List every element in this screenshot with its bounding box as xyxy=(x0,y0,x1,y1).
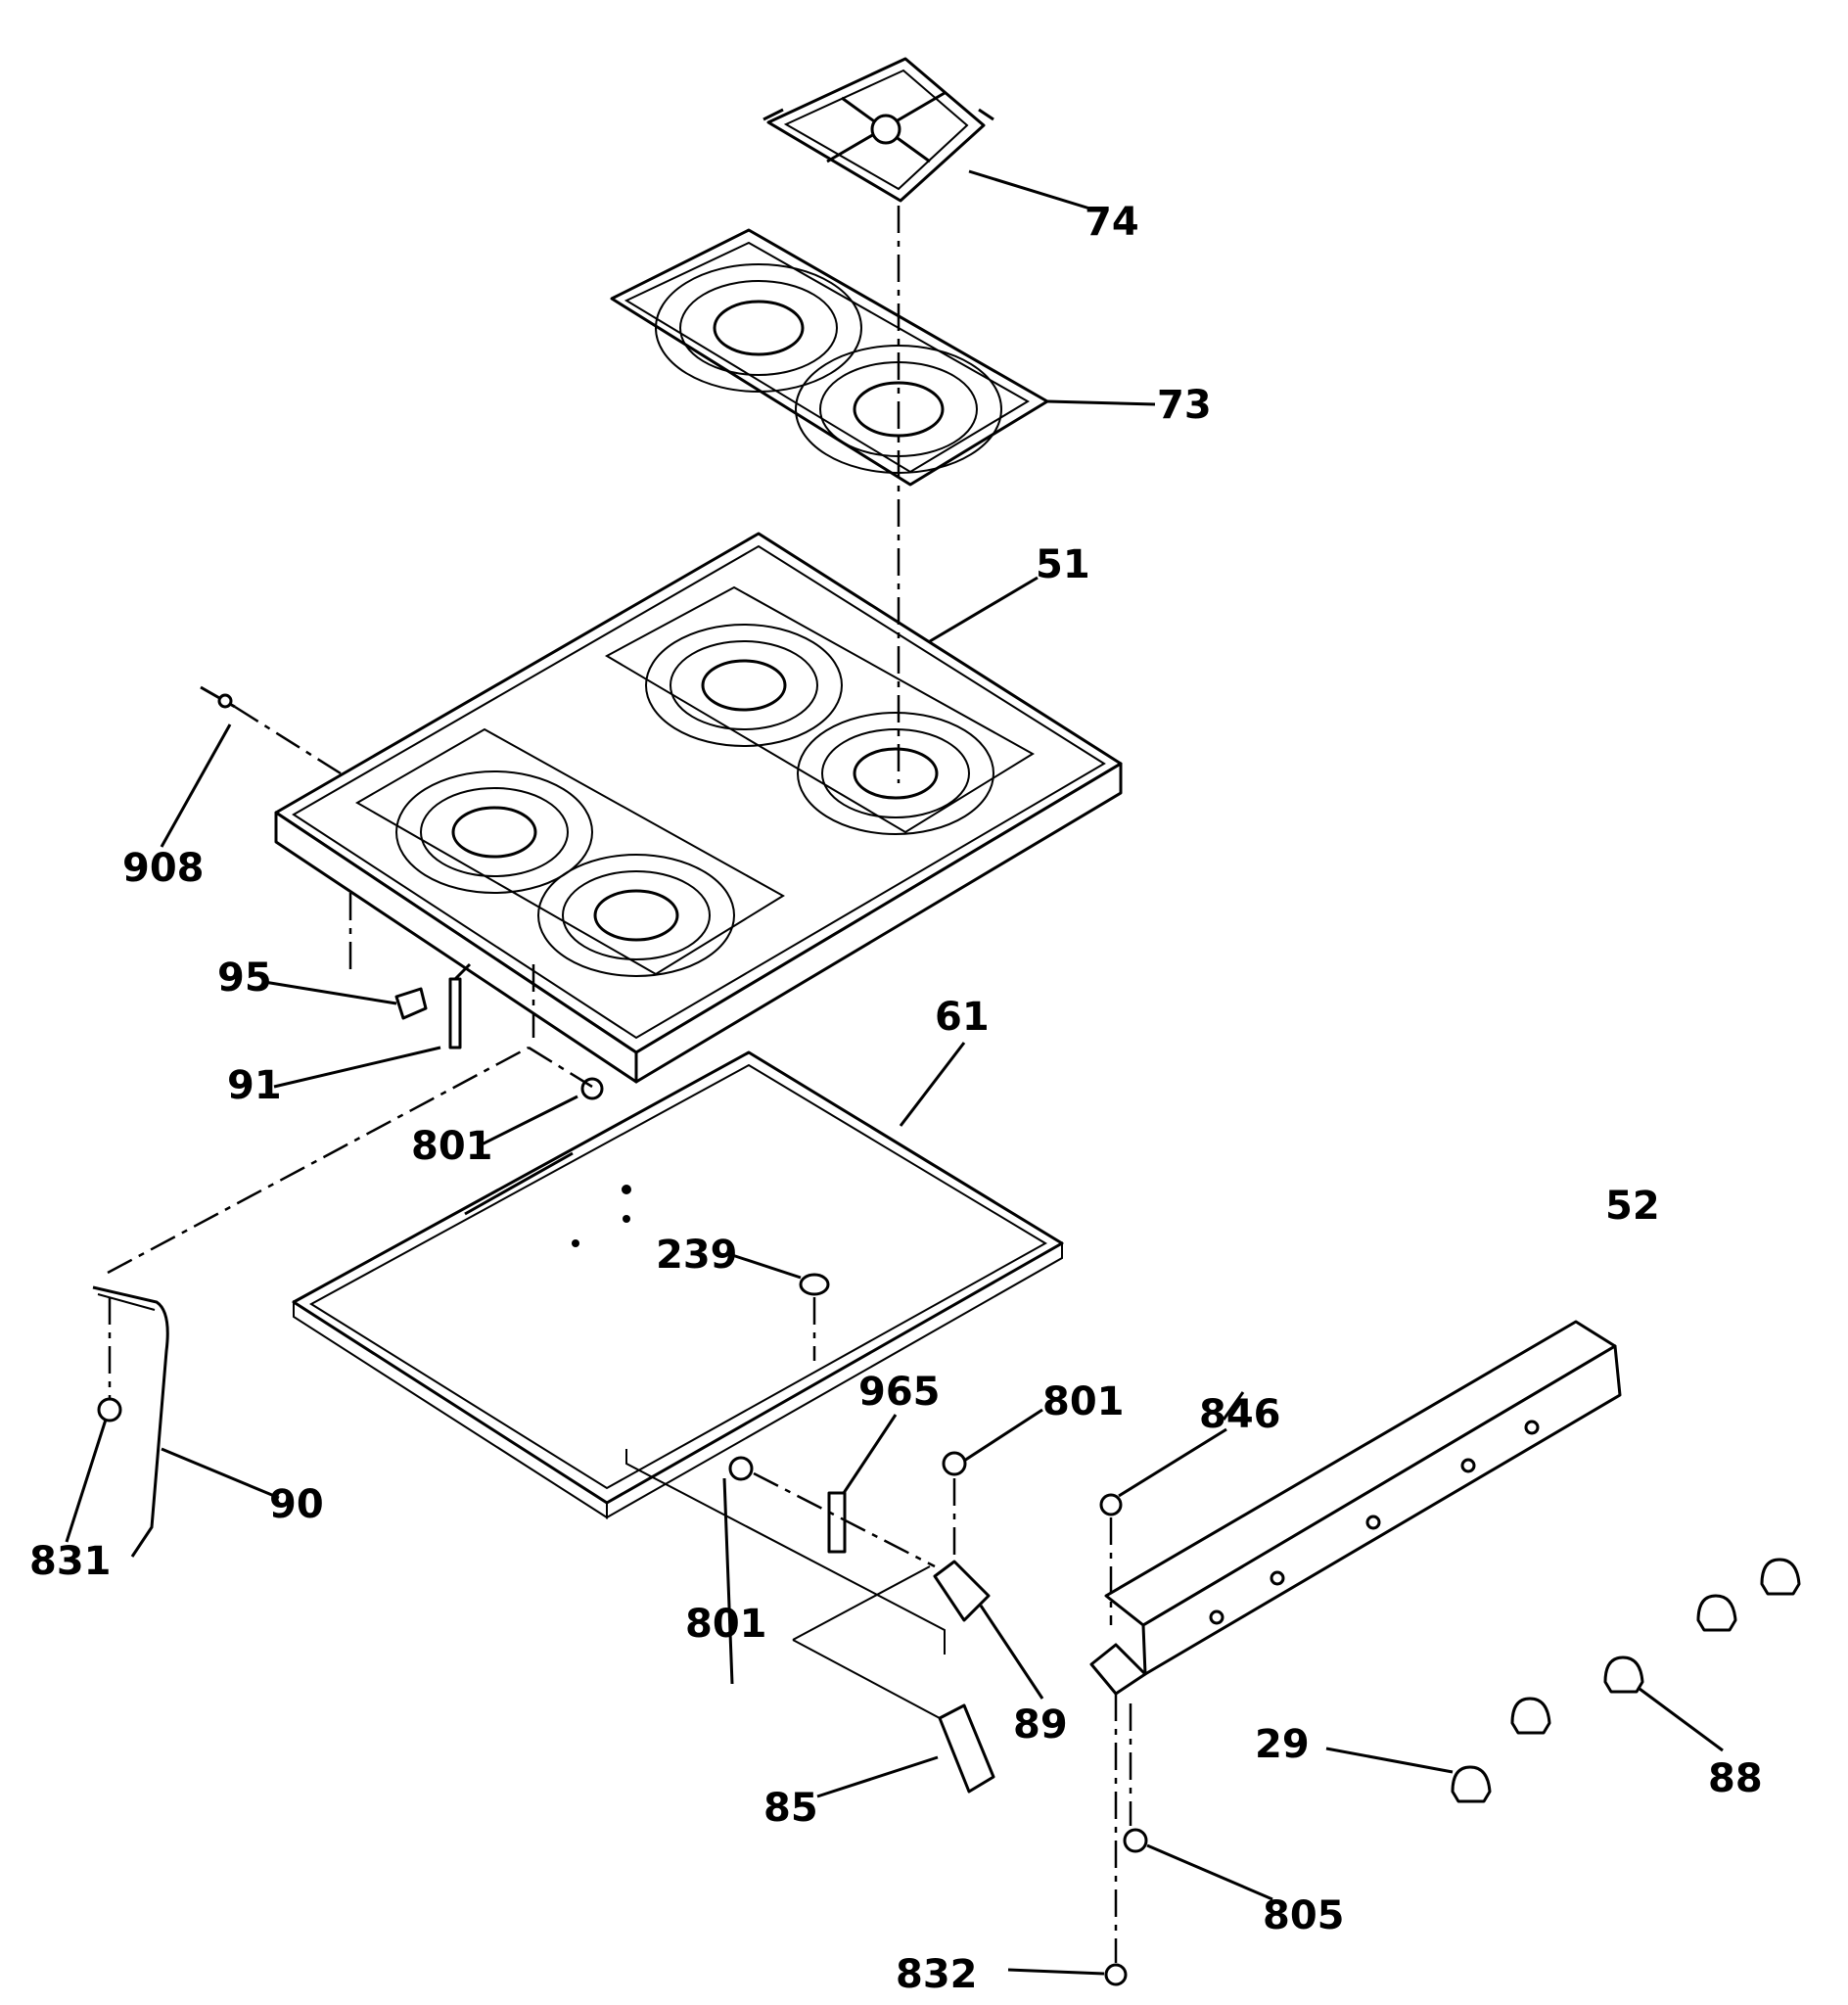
label-908: 908 xyxy=(122,846,205,891)
rod-90 xyxy=(92,1285,169,1558)
label-74: 74 xyxy=(1085,200,1139,245)
screw-831 xyxy=(97,1397,122,1422)
rod-91 xyxy=(448,962,472,1049)
screw-908 xyxy=(200,685,236,709)
label-832: 832 xyxy=(896,1952,978,1997)
manifold-panel xyxy=(1089,1320,1622,1696)
label-29: 29 xyxy=(1255,1722,1310,1767)
label-52: 52 xyxy=(1605,1184,1660,1229)
label-831: 831 xyxy=(29,1539,112,1584)
screw-846 xyxy=(1099,1493,1123,1516)
label-90: 90 xyxy=(269,1482,324,1527)
clip-85 xyxy=(938,1703,995,1794)
burner-grate xyxy=(762,57,994,203)
burner-box-panel xyxy=(292,1050,1064,1519)
bracket-965 xyxy=(827,1491,847,1554)
label-95: 95 xyxy=(217,956,272,1001)
knob-2 xyxy=(1510,1697,1551,1735)
label-85: 85 xyxy=(763,1786,818,1831)
label-805: 805 xyxy=(1263,1893,1345,1938)
label-91: 91 xyxy=(227,1063,282,1108)
label-73: 73 xyxy=(1157,383,1212,428)
knob-1 xyxy=(1451,1765,1492,1803)
label-239: 239 xyxy=(656,1233,738,1278)
knob-3 xyxy=(1603,1655,1644,1694)
screw-805 xyxy=(1123,1828,1148,1853)
hinge-89 xyxy=(933,1560,991,1622)
screw-801-c xyxy=(942,1451,967,1476)
label-965: 965 xyxy=(858,1370,941,1415)
label-801-a: 801 xyxy=(411,1124,493,1169)
label-801-b: 801 xyxy=(685,1602,767,1647)
leader-lines xyxy=(65,169,1724,1976)
label-88: 88 xyxy=(1708,1756,1763,1801)
label-51: 51 xyxy=(1036,542,1090,587)
plug-239 xyxy=(799,1273,830,1296)
cooktop-section-small xyxy=(610,228,1049,487)
screw-801-b xyxy=(728,1456,754,1481)
label-61: 61 xyxy=(935,995,990,1040)
knob-5 xyxy=(1760,1558,1801,1596)
clip-95 xyxy=(394,987,428,1020)
label-846: 846 xyxy=(1199,1392,1281,1437)
screw-832 xyxy=(1104,1963,1128,1986)
label-89: 89 xyxy=(1013,1702,1068,1748)
main-cooktop xyxy=(274,532,1123,1084)
label-801-c: 801 xyxy=(1042,1379,1125,1424)
knob-4 xyxy=(1696,1594,1737,1632)
